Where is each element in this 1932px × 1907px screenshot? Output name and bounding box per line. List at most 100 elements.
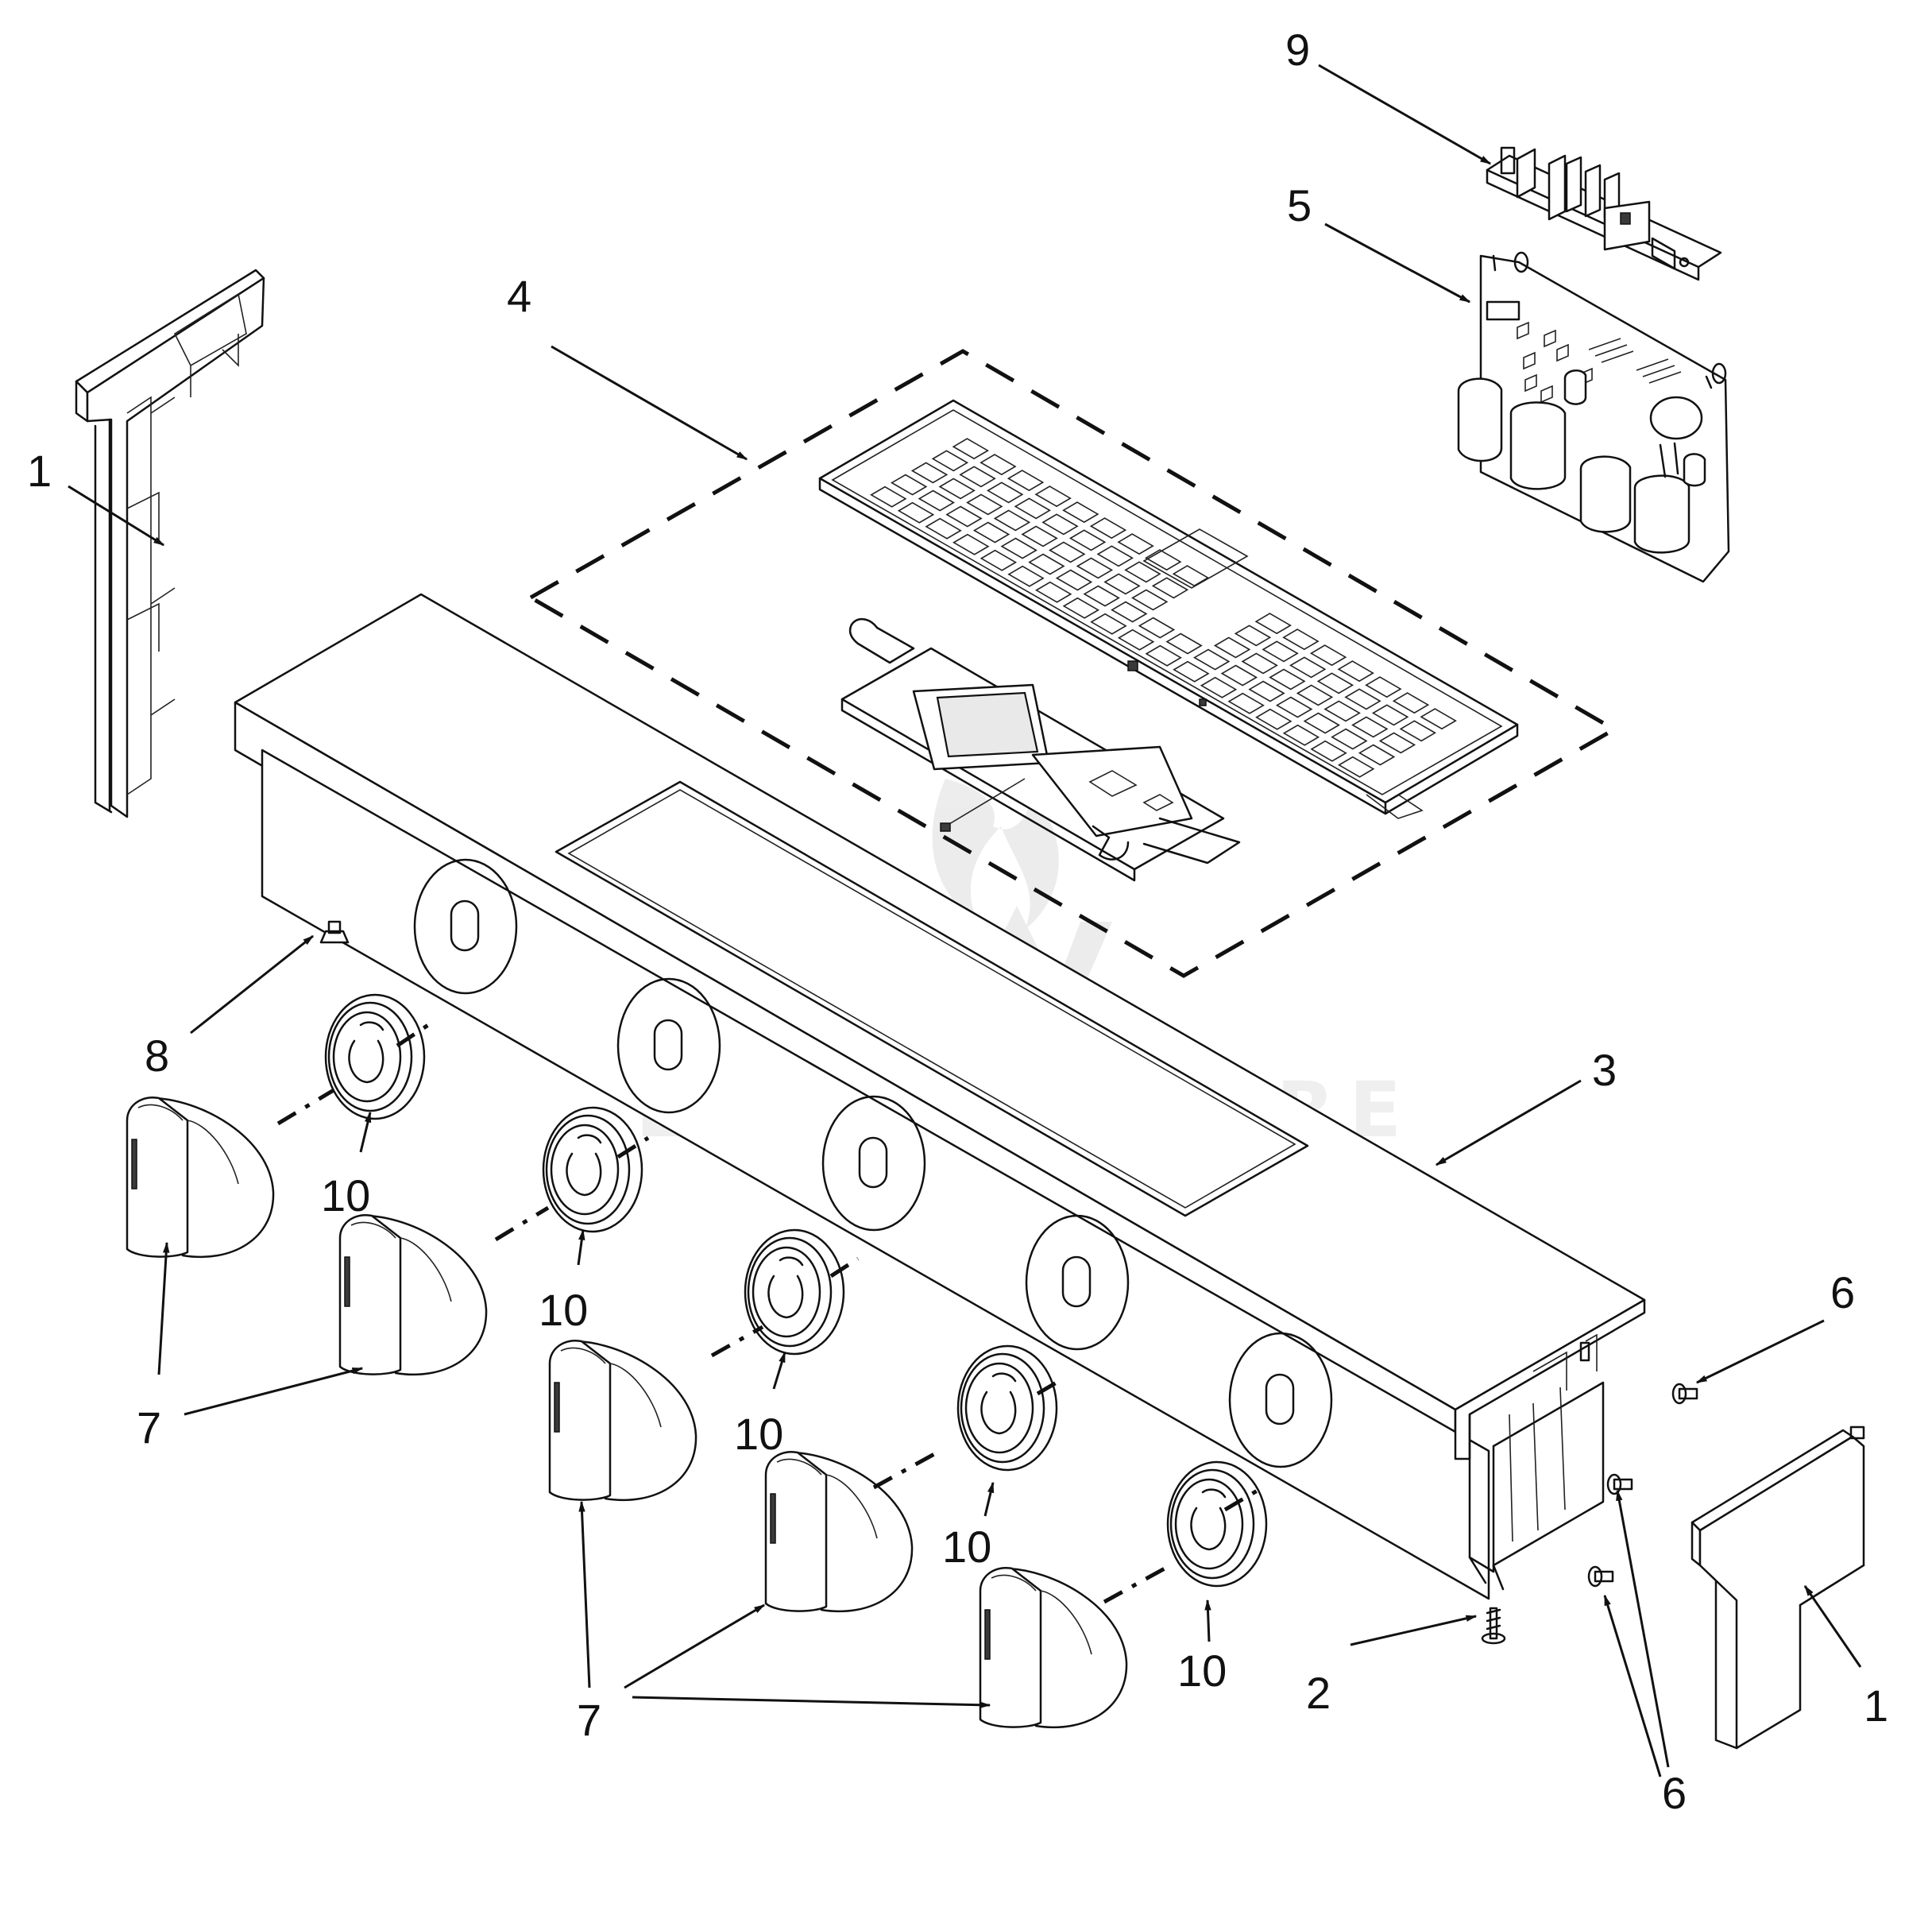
leader-arrows — [68, 64, 1862, 1777]
keypad-key — [1358, 744, 1396, 766]
keypad-key — [1275, 696, 1313, 718]
keypad-key — [1076, 557, 1114, 579]
keypad-key — [910, 462, 949, 484]
keypad-key — [1282, 724, 1320, 746]
callout-1-left: 1 — [27, 446, 52, 496]
keypad-key — [1173, 660, 1210, 683]
bezel — [744, 1228, 845, 1356]
keypad-key — [1145, 549, 1182, 571]
keypad-key — [1000, 537, 1037, 559]
keypad-key — [891, 474, 928, 496]
knob — [126, 1096, 275, 1259]
keypad-key — [897, 501, 935, 524]
callout-5: 5 — [1287, 180, 1312, 230]
callout-10-e: 10 — [1177, 1646, 1227, 1696]
callout-6-bottom: 6 — [1662, 1768, 1687, 1818]
keypad-key — [1234, 625, 1272, 647]
keypad-key — [1151, 577, 1189, 599]
part-1-right-end-cap — [1690, 1425, 1865, 1750]
keypad-key — [1241, 652, 1278, 675]
keypad-key — [1007, 565, 1045, 587]
keypad-key — [1420, 708, 1457, 730]
keypad-key — [1111, 601, 1148, 623]
keypad-key — [1337, 660, 1374, 683]
keypad-key — [1289, 656, 1327, 679]
callout-10-b: 10 — [539, 1285, 588, 1335]
callout-7-a: 7 — [137, 1402, 161, 1452]
keypad-key — [952, 438, 989, 460]
keypad-key — [952, 533, 990, 555]
knob — [764, 1450, 914, 1613]
callout-4: 4 — [507, 271, 531, 321]
keypad-key — [959, 466, 996, 488]
part-4-dashed-group — [526, 349, 1619, 978]
alignment-lines — [276, 1018, 1262, 1604]
panel-knob-openings — [413, 858, 1333, 1468]
bezel — [542, 1106, 643, 1233]
part-2-screw — [1481, 1607, 1506, 1645]
keypad-key — [1323, 700, 1361, 722]
keypad-key — [980, 454, 1017, 476]
keypad-key — [1096, 545, 1134, 567]
keypad-key — [1351, 716, 1389, 738]
keypad-key — [1117, 533, 1154, 555]
callout-3: 3 — [1592, 1045, 1617, 1095]
keypad-key — [1138, 617, 1176, 639]
keypad-key — [1055, 569, 1093, 591]
keypad-key — [1338, 756, 1375, 778]
keypad-key — [1068, 529, 1107, 551]
keypad-key — [1165, 632, 1203, 655]
part-7-knobs — [126, 1096, 1128, 1729]
part-8-screw — [319, 920, 350, 944]
callout-labels: 9 5 4 1 8 3 6 1 2 6 10 10 10 10 10 7 7 — [27, 25, 1888, 1818]
bezel — [956, 1344, 1058, 1472]
callout-10-c: 10 — [734, 1409, 783, 1459]
keypad-key — [1331, 728, 1368, 750]
keypad-key — [1344, 688, 1381, 710]
keypad-key — [1034, 485, 1072, 508]
part-9-terminal-block — [1486, 146, 1722, 281]
callout-9: 9 — [1285, 25, 1310, 75]
keypad-key — [1131, 589, 1169, 611]
callout-10-d: 10 — [942, 1522, 991, 1572]
keypad-key — [870, 485, 907, 508]
keypad-key — [993, 509, 1031, 532]
callout-7-b: 7 — [577, 1695, 601, 1745]
part-4-display-board — [840, 618, 1241, 882]
keypad-key — [1282, 629, 1320, 651]
keypad-key — [1248, 680, 1285, 702]
keypad-key — [1090, 613, 1127, 635]
keypad-key — [1255, 708, 1293, 730]
keypad-key — [1213, 636, 1251, 659]
keypad-key — [918, 489, 955, 512]
keypad-key — [1062, 501, 1099, 524]
keypad-key — [1262, 640, 1299, 663]
keypad-key — [1117, 629, 1155, 651]
keypad-key — [1014, 497, 1051, 520]
keypad-key — [1145, 644, 1182, 667]
keypad-key — [1303, 712, 1340, 734]
part-10-bezels — [324, 993, 1268, 1588]
keypad-key — [1392, 692, 1430, 714]
keypad-key — [1371, 704, 1409, 726]
keypad-key — [1309, 644, 1347, 667]
part-3-main-panel — [234, 593, 1646, 1600]
callout-2: 2 — [1306, 1668, 1331, 1718]
keypad-key — [1220, 664, 1258, 687]
keypad-key — [938, 478, 976, 500]
keypad-key — [1007, 470, 1045, 492]
part-4-keypad-overlay — [818, 399, 1519, 819]
keypad-key — [1083, 585, 1120, 607]
keypad-key — [1028, 553, 1065, 575]
keypad-key — [1049, 541, 1086, 563]
knob — [338, 1213, 488, 1376]
keypad-key — [1021, 525, 1058, 547]
keypad-key — [1124, 561, 1161, 583]
knob — [979, 1566, 1128, 1729]
bezel — [324, 993, 426, 1120]
keypad-key — [1041, 513, 1079, 536]
keypad-key — [987, 482, 1024, 504]
keypad-key — [1296, 684, 1334, 706]
keypad-key — [1316, 672, 1354, 694]
keypad-key — [931, 450, 969, 472]
